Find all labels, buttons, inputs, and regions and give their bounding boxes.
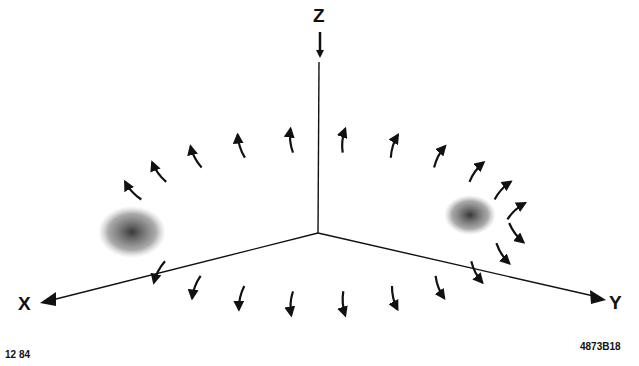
axis-label: Y (609, 293, 622, 312)
field-arrow (392, 286, 397, 309)
field-arrow (238, 135, 245, 158)
x-arrowhead (40, 292, 56, 306)
date-code: 12 84 (5, 350, 30, 360)
axis-label: X (18, 294, 31, 313)
field-arrow (434, 146, 445, 167)
field-arrow (509, 223, 523, 242)
field-arrow (470, 162, 484, 182)
field-arrow (125, 182, 141, 200)
field-arrows (125, 129, 525, 315)
field-arrow (342, 129, 345, 153)
field-arrow (471, 261, 482, 282)
axes (52, 32, 598, 300)
field-arrow (154, 261, 165, 282)
field-arrow (507, 203, 525, 219)
cross-section-left (98, 206, 166, 258)
field-arrow (290, 291, 293, 315)
cross-section-right (444, 195, 496, 235)
field-arrow (152, 162, 166, 182)
figure-number: 4873B18 (580, 342, 621, 352)
axis-label: Z (313, 6, 325, 25)
field-arrow (290, 129, 293, 153)
field-arrow (239, 286, 244, 309)
field-arrow (495, 182, 511, 200)
field-arrow (496, 243, 509, 263)
field-arrow (391, 135, 398, 158)
field-arrow (436, 276, 445, 298)
z-arrowhead (316, 50, 324, 58)
field-arrow (343, 291, 346, 315)
y-arrowhead (590, 290, 606, 304)
field-arrow (192, 276, 201, 298)
field-arrow (191, 146, 202, 167)
